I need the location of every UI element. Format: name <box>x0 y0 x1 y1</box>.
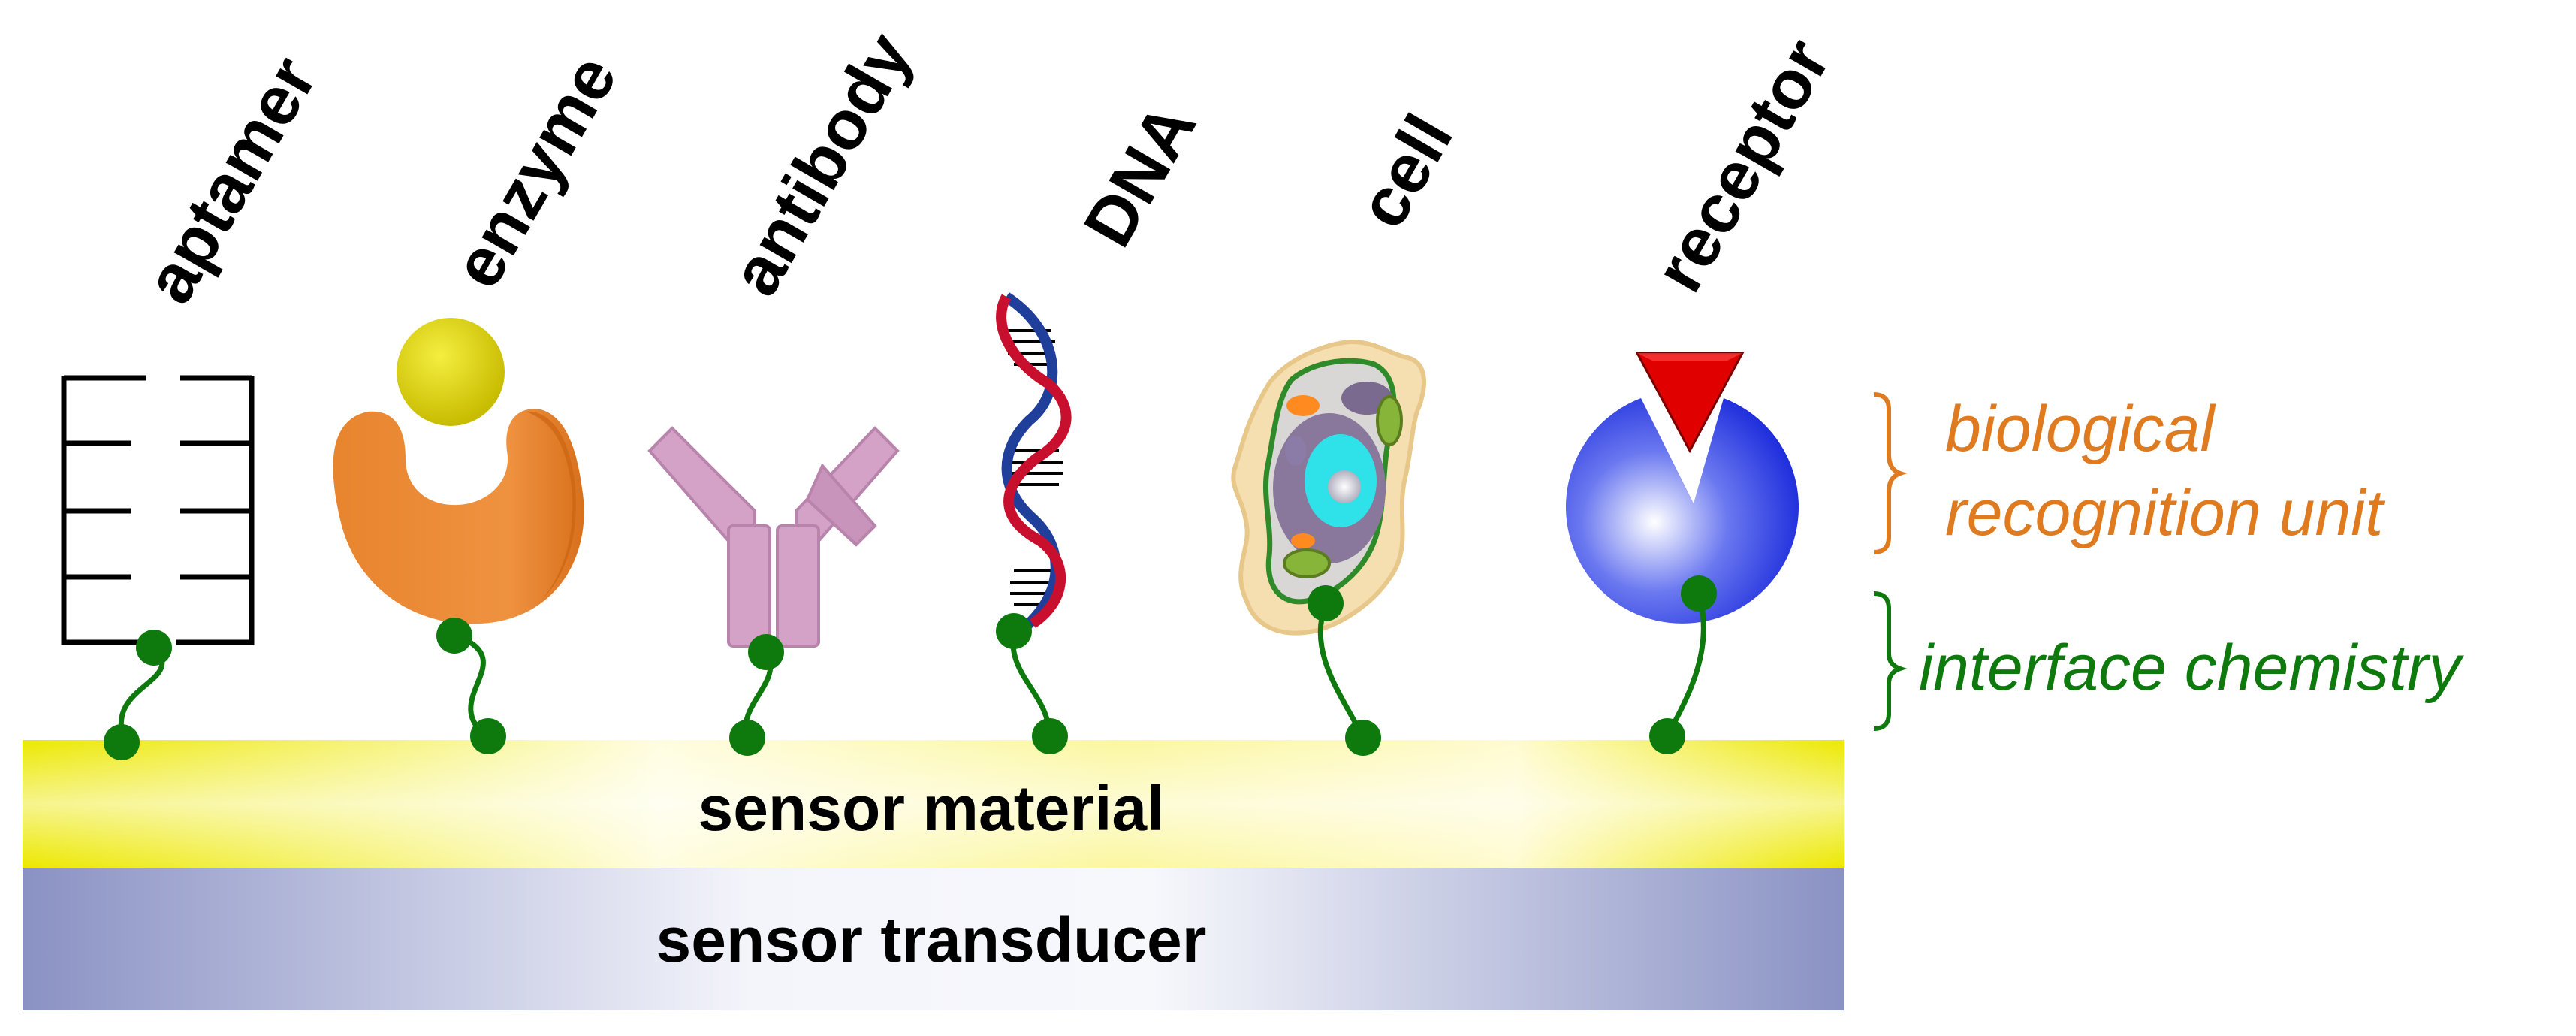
recognition-label-line2: recognition unit <box>1945 477 2385 549</box>
interface-bracket-icon <box>1873 591 1908 731</box>
label-dna: DNA <box>1069 91 1211 259</box>
cell-icon <box>1231 339 1426 636</box>
linker-cell <box>1308 585 1381 756</box>
linker-receptor <box>1649 575 1717 754</box>
sensor-material-layer: sensor material <box>23 740 1844 868</box>
sensor-transducer-label: sensor transducer <box>656 905 1207 975</box>
sensor-material-label: sensor material <box>698 773 1165 844</box>
enzyme-icon <box>333 318 584 624</box>
interface-linkers <box>104 575 1717 760</box>
label-aptamer: aptamer <box>131 44 331 316</box>
label-enzyme: enzyme <box>439 43 632 301</box>
linker-enzyme <box>436 618 506 754</box>
label-cell: cell <box>1344 102 1467 240</box>
sensor-transducer-layer: sensor transducer <box>23 868 1844 1010</box>
label-receptor: receptor <box>1640 26 1845 304</box>
linker-antibody <box>729 634 784 756</box>
linker-dna <box>996 613 1068 754</box>
linker-aptamer <box>104 630 172 760</box>
recognition-bracket-icon <box>1873 392 1908 554</box>
enzyme-substrate-icon <box>397 318 505 426</box>
interface-chemistry-label: interface chemistry <box>1919 632 2465 704</box>
dna-icon <box>996 292 1072 643</box>
recognition-label-line1: biological <box>1945 393 2216 465</box>
antibody-icon <box>647 426 900 648</box>
aptamer-icon <box>61 375 255 645</box>
receptor-icon <box>1566 352 1799 624</box>
label-antibody: antibody <box>716 20 927 308</box>
